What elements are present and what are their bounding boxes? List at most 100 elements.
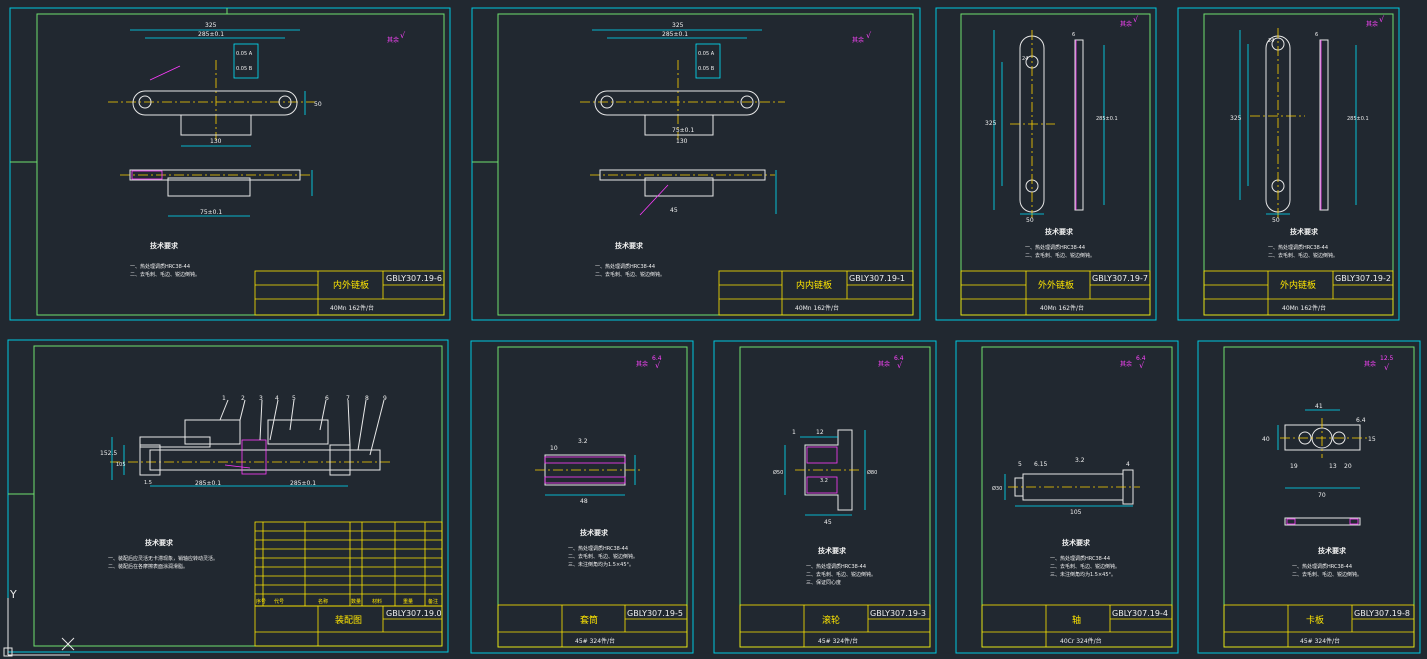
- roughness-value: 3.2: [578, 438, 588, 445]
- tech-title: 技术要求: [1318, 546, 1347, 555]
- part-title: 内外链板: [333, 279, 369, 291]
- title-block[interactable]: [960, 270, 1151, 316]
- title-block[interactable]: [718, 270, 914, 316]
- sheet-border: [1197, 340, 1421, 654]
- roughness-symbol-icon: √: [400, 31, 406, 40]
- dim-hole-span: 41: [1315, 403, 1323, 410]
- roughness-label: 其余: [636, 360, 648, 368]
- drawing-frame: [497, 346, 688, 648]
- sheet-border: [7, 339, 449, 653]
- front-view: [1277, 409, 1368, 526]
- drawing-code: GBLY307.19-8: [1354, 609, 1410, 618]
- tolerance-frame-b: 0.05 B: [698, 66, 715, 72]
- title-block[interactable]: [254, 605, 443, 647]
- tech-line-1: 一、热处理调质HRC38-44: [595, 263, 655, 270]
- dim-width: 50: [1272, 217, 1280, 224]
- front-view: [580, 29, 785, 140]
- sheet-gunlun[interactable]: 12 3.2 45 1 Ø80 Ø50 其余 6.4 √ 技术要求 一、热处理调…: [713, 340, 937, 654]
- tech-line-2: 二、去毛刺、毛边、锐边倒钝。: [130, 271, 200, 278]
- tech-title: 技术要求: [818, 546, 847, 555]
- tech-line-2: 二、去毛刺、毛边、锐边倒钝。: [568, 553, 638, 560]
- ucs-y-label: Y: [9, 588, 17, 601]
- part-title: 套筒: [580, 614, 598, 626]
- dim-length: 70: [1318, 492, 1326, 499]
- sheet-taotong[interactable]: 10 3.2 48 其余 6.4 √ 技术要求 一、热处理调质HRC38-44 …: [470, 340, 694, 654]
- roughness-value: 6.4: [894, 355, 904, 362]
- tech-line-2: 二、去毛刺、毛边、锐边倒钝。: [1292, 571, 1362, 578]
- sheet-border: [955, 340, 1179, 654]
- drawing-frame: [739, 346, 931, 648]
- assembly-view: [110, 399, 390, 487]
- sheet-kaban[interactable]: 41 6.4 40 19 13 20 70 15 其余 12.5 √ 技术要求 …: [1197, 340, 1421, 654]
- tech-line-1: 一、热处理调质HRC38-44: [130, 263, 190, 270]
- bom-header-qty: 数量: [351, 598, 361, 605]
- front-view: [108, 29, 315, 147]
- title-block[interactable]: [1203, 270, 1394, 316]
- dim-collar: 5: [1018, 461, 1022, 468]
- dim-thickness: 6: [1315, 32, 1318, 38]
- sheet-wainei-lianban[interactable]: 325 285±0.1 50 24 6 其余 √ 技术要求 一、热处理调质HRC…: [1177, 7, 1400, 321]
- tech-line-1: 一、热处理调质HRC38-44: [806, 563, 866, 570]
- sheet-neiwai-lianban[interactable]: 325 285±0.1 130 50 0.05 A 0.05 B 75±0.1 …: [9, 7, 451, 321]
- dim-chamfer: 1: [792, 429, 796, 436]
- balloon-6: 6: [325, 395, 329, 402]
- title-block[interactable]: [739, 604, 931, 648]
- tech-line-3: 三、保证同心度: [806, 579, 841, 586]
- tech-title: 技术要求: [145, 538, 174, 547]
- roughness-label: 其余: [878, 360, 890, 368]
- dim-pitch: 285±0.1: [1096, 116, 1118, 122]
- dim-groove: 12: [816, 429, 824, 436]
- tech-line-2: 二、去毛刺、毛边、锐边倒钝。: [595, 271, 665, 278]
- dim-overall: 325: [672, 22, 684, 29]
- roughness-value: 6.4: [1356, 417, 1366, 424]
- section-view: [535, 454, 640, 496]
- sheet-assembly[interactable]: 1 2 3 4 5 6 7 8 9 285±0.1 285±0.1 152.5 …: [7, 339, 449, 653]
- balloon-3: 3: [259, 395, 263, 402]
- dim-length: 130: [676, 138, 688, 145]
- dim-section: 75±0.1: [200, 209, 222, 216]
- dim-left: 19: [1290, 463, 1298, 470]
- sheet-zhou[interactable]: 5 6.15 3.2 4 105 Ø30 其余 6.4 √ 技术要求 一、热处理…: [955, 340, 1179, 654]
- dim-head: 4: [1126, 461, 1130, 468]
- dim-width: 45: [824, 519, 832, 526]
- sheet-border: [713, 340, 937, 654]
- part-title: 卡板: [1306, 614, 1324, 626]
- drawing-code: GBLY307.19.0: [386, 609, 442, 618]
- dim-pitch: 285±0.1: [1347, 116, 1369, 122]
- drawing-code: GBLY307.19-1: [849, 274, 905, 283]
- dim-hole: 24: [1268, 38, 1274, 44]
- sheet-waiwai-lianban[interactable]: 325 285±0.1 50 24 6 其余 √ 技术要求 一、热处理调质HRC…: [935, 7, 1157, 321]
- title-block[interactable]: [981, 604, 1173, 648]
- dim-outer-dia: Ø80: [867, 469, 877, 476]
- title-block[interactable]: [1223, 604, 1415, 648]
- sheet-border: [1177, 7, 1400, 321]
- tech-line-2: 二、装配后在各摩擦表面涂润滑脂。: [108, 563, 188, 570]
- balloon-1: 1: [222, 395, 226, 402]
- sheet-neinei-lianban[interactable]: 325 285±0.1 75±0.1 130 0.05 A 0.05 B 45 …: [471, 7, 921, 321]
- tech-line-1: 一、装配后应灵活无卡滞现象，销轴应转动灵活。: [108, 555, 218, 562]
- sheet-border: [935, 7, 1157, 321]
- bom-header-name: 名称: [318, 598, 328, 605]
- tech-line-3: 三、未注倒角均为1.5×45°。: [1050, 571, 1116, 578]
- tech-title: 技术要求: [150, 241, 179, 250]
- title-block[interactable]: [254, 270, 445, 316]
- material-spec: 40Cr 324件/台: [1060, 637, 1102, 645]
- tech-title: 技术要求: [580, 528, 609, 537]
- drawing-frame: [981, 346, 1173, 648]
- part-title: 轴: [1072, 614, 1081, 626]
- material-spec: 45# 324件/台: [575, 637, 615, 645]
- drawing-frame: [960, 13, 1151, 316]
- drawing-code: GBLY307.19-2: [1335, 274, 1391, 283]
- dim-length: 48: [580, 498, 588, 505]
- roughness-label: 其余: [852, 36, 864, 44]
- bom-header-note: 备注: [428, 598, 438, 605]
- drawing-code: GBLY307.19-6: [386, 274, 442, 283]
- bom-table[interactable]: [254, 521, 443, 607]
- part-title: 内内链板: [796, 279, 832, 291]
- dim-chamfer: 10: [550, 445, 558, 452]
- part-title: 装配图: [335, 614, 362, 626]
- title-block[interactable]: [497, 604, 688, 648]
- material-spec: 45# 324件/台: [818, 637, 858, 645]
- dim-section: 45: [670, 207, 678, 214]
